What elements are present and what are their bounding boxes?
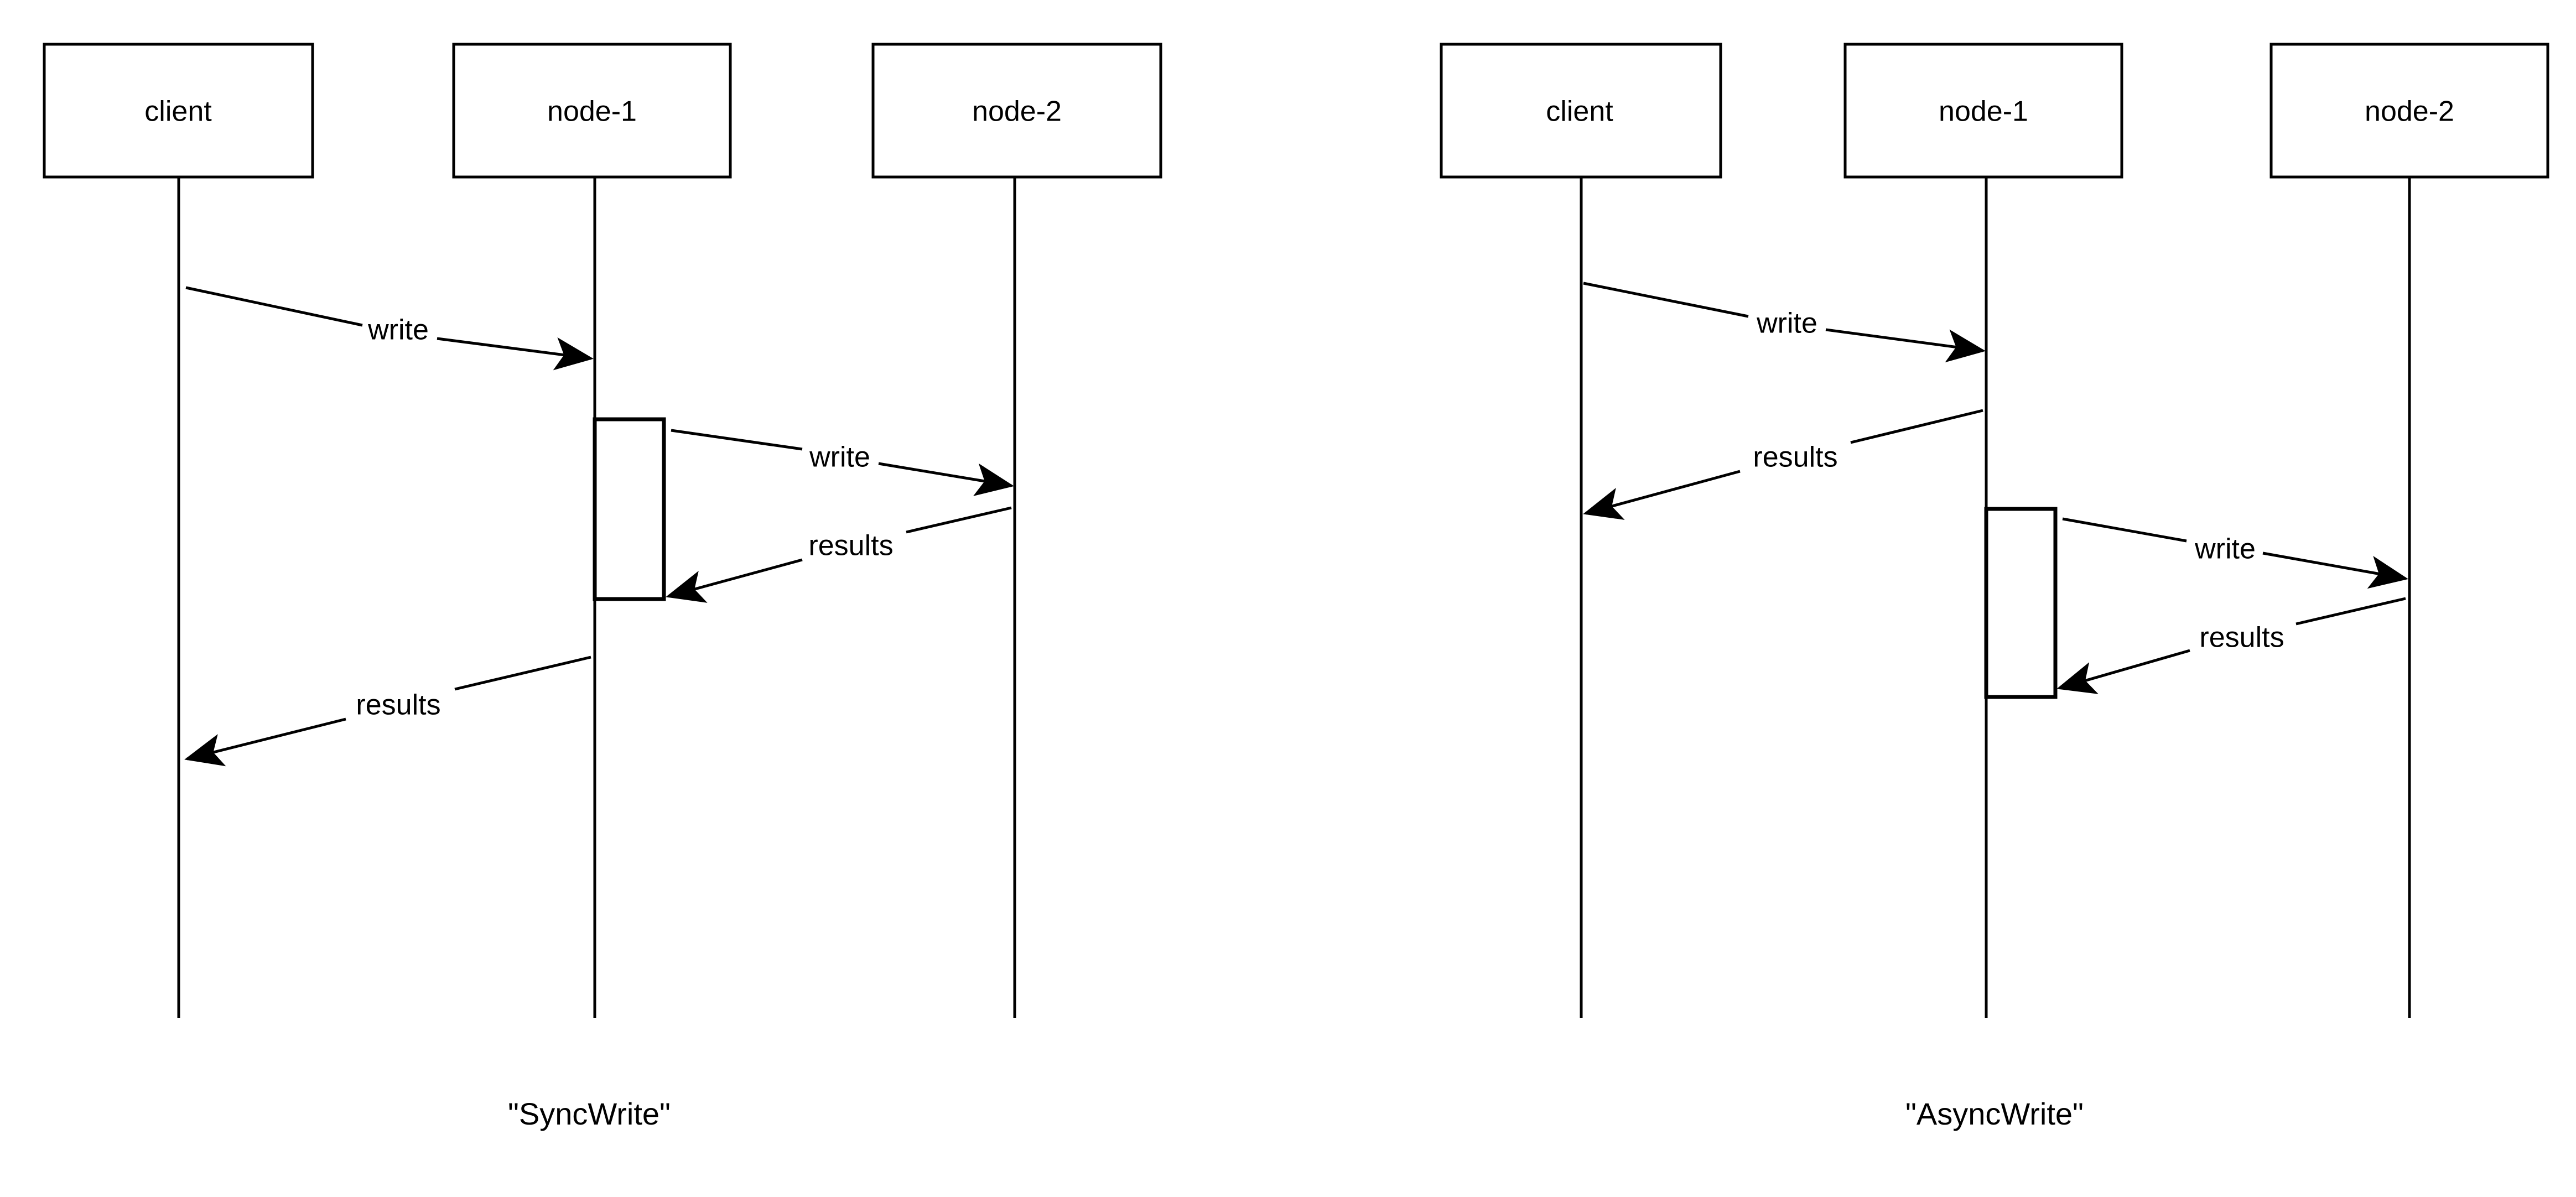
message-results-node-2-node-1: results [2056, 597, 2406, 694]
message-line-segment-left [2056, 649, 2190, 694]
message-write-node-1-node-2: write [2062, 517, 2408, 589]
participant-box-node-2[interactable] [2269, 43, 2549, 179]
message-line-segment-left [666, 558, 803, 603]
diagram-caption-sync-write: "SyncWrite" [508, 1096, 671, 1131]
message-label-results: results [808, 530, 893, 562]
participant-client[interactable]: client [43, 43, 314, 179]
message-label-results: results [2199, 622, 2284, 654]
message-line-segment-right [906, 506, 1012, 534]
message-write-node-1-node-2: write [671, 429, 1014, 496]
diagram-caption-async-write: "AsyncWrite" [1905, 1096, 2084, 1131]
activation-box-node-1 [1984, 507, 2058, 699]
message-results-node-1-client: results [184, 655, 591, 767]
message-label-write: write [809, 441, 870, 473]
message-label-write: write [2194, 533, 2256, 565]
message-line-segment-left [184, 717, 346, 767]
participant-label-client: client [144, 96, 212, 128]
participant-label-node-2: node-2 [2365, 96, 2454, 128]
message-results-node-1-client: results [1583, 409, 1983, 520]
diagram-async-write: client node-1 node-2 write [1440, 43, 2549, 1131]
message-write-client-node-1: write [185, 286, 594, 371]
participant-node-2[interactable]: node-2 [2269, 43, 2549, 179]
participant-box-client[interactable] [43, 43, 314, 179]
message-line-segment-right [1825, 328, 1986, 363]
message-label-write: write [1756, 308, 1817, 340]
message-label-results: results [1753, 441, 1837, 473]
participant-node-1[interactable]: node-1 [1843, 43, 2123, 179]
message-results-node-2-node-1: results [666, 506, 1012, 603]
participant-box-node-1[interactable] [452, 43, 732, 179]
participant-client[interactable]: client [1440, 43, 1722, 179]
message-line-segment-right [2262, 551, 2408, 589]
message-line-segment-left [671, 429, 803, 451]
message-line-segment-left [1583, 470, 1741, 520]
message-line-segment-right [1850, 409, 1983, 444]
message-line-segment-right [454, 655, 591, 691]
activation-box-node-1 [593, 417, 666, 601]
participant-label-client: client [1546, 96, 1613, 128]
message-line-segment-right [2295, 597, 2406, 626]
message-line-segment-right [437, 337, 594, 371]
message-label-write: write [367, 314, 429, 346]
participant-box-node-2[interactable] [871, 43, 1162, 179]
message-line-segment-right [878, 462, 1014, 496]
participant-label-node-2: node-2 [972, 96, 1062, 128]
participant-node-2[interactable]: node-2 [871, 43, 1162, 179]
diagram-sync-write: client node-1 node-2 write [43, 43, 1162, 1131]
message-label-results: results [356, 689, 440, 721]
message-line-segment-left [2062, 517, 2187, 543]
message-line-segment-left [1583, 282, 1749, 318]
participant-label-node-1: node-1 [547, 96, 637, 128]
message-write-client-node-1: write [1583, 282, 1986, 363]
participant-label-node-1: node-1 [1939, 96, 2028, 128]
message-line-segment-left [185, 286, 363, 327]
participant-box-node-1[interactable] [1843, 43, 2123, 179]
participant-node-1[interactable]: node-1 [452, 43, 732, 179]
